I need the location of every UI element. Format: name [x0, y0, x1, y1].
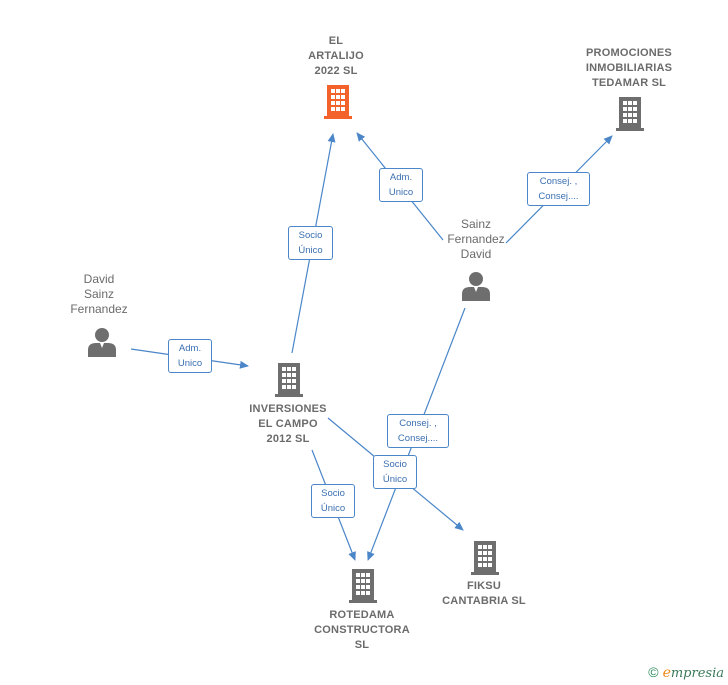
building-icon[interactable] — [470, 541, 500, 575]
edge-tag-sainz-rotedama: Consej. , Consej.... — [387, 414, 449, 448]
brand-footer: ©empresia — [648, 664, 724, 681]
node-label-promociones[interactable]: PROMOCIONES INMOBILIARIAS TEDAMAR SL — [585, 47, 673, 89]
edge-tag-david-inversiones: Adm. Unico — [168, 339, 212, 373]
edge-tag-sainz-artalijo: Adm. Unico — [379, 168, 423, 202]
node-label-david[interactable]: David Sainz Fernandez — [70, 272, 128, 316]
brand-logo-rest: mpresia — [670, 666, 724, 681]
building-icon[interactable] — [274, 363, 304, 397]
brand-logo-e: e — [662, 665, 671, 681]
node-label-fiksu[interactable]: FIKSU CANTABRIA SL — [442, 580, 526, 607]
edge-tag-inversiones-fiksu: Socio Único — [373, 455, 417, 489]
person-icon[interactable] — [461, 271, 491, 301]
node-label-sainz[interactable]: Sainz Fernandez David — [447, 217, 505, 261]
node-label-rotedama[interactable]: ROTEDAMA CONSTRUCTORA SL — [314, 609, 410, 651]
edge-tag-inversiones-rotedama: Socio Único — [311, 484, 355, 518]
node-label-artalijo[interactable]: EL ARTALIJO 2022 SL — [308, 35, 364, 77]
node-label-inversiones[interactable]: INVERSIONES EL CAMPO 2012 SL — [249, 403, 327, 445]
edge-tag-sainz-promociones: Consej. , Consej.... — [527, 172, 590, 206]
building-icon[interactable] — [615, 97, 645, 131]
copyright-icon: © — [648, 664, 659, 680]
building-icon[interactable] — [323, 85, 353, 119]
person-icon[interactable] — [87, 327, 117, 357]
edge-tag-inversiones-artalijo: Socio Único — [288, 226, 333, 260]
building-icon[interactable] — [348, 569, 378, 603]
